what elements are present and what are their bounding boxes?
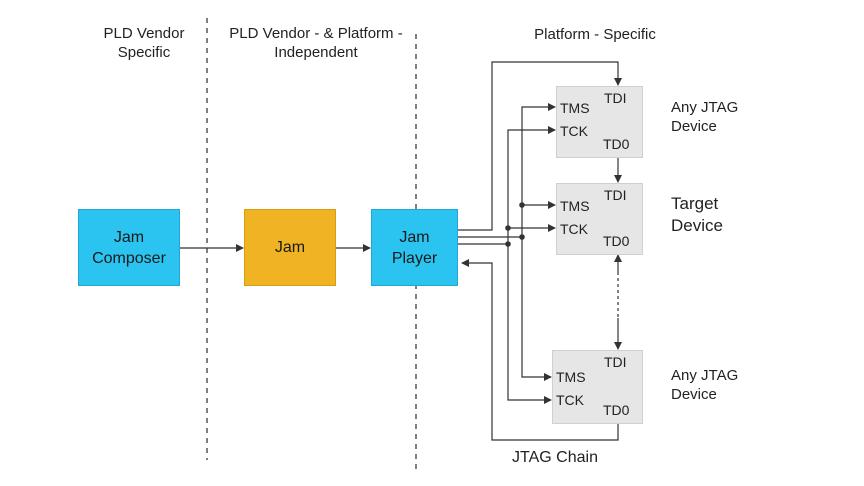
pin-tms: TMS	[556, 369, 586, 385]
device-label-bottom: Any JTAG Device	[671, 367, 739, 403]
jam-player-box: Jam Player	[371, 209, 458, 286]
jam-composer-box: Jam Composer	[78, 209, 180, 286]
device-label-target: Target Device	[671, 194, 723, 235]
tck-bus	[458, 243, 552, 404]
device-target	[556, 183, 643, 255]
junction-dot	[519, 234, 525, 240]
header-vendor-specific: PLD Vendor Specific	[103, 25, 185, 61]
device-any-jtag-bottom	[552, 350, 643, 424]
tms-to-device1	[521, 103, 556, 237]
tck-to-device1	[507, 126, 556, 244]
header-vendor-independent: PLD Vendor - & Platform - Independent	[229, 25, 403, 61]
pin-tdi: TDI	[604, 354, 627, 370]
pin-tdo: TD0	[603, 233, 630, 249]
pin-tdo: TD0	[603, 136, 630, 152]
pin-tck: TCK	[556, 392, 584, 408]
jam-player-label: Jam Player	[391, 228, 438, 267]
jtag-chain-label: JTAG Chain	[512, 449, 598, 466]
device-any-jtag-top	[556, 86, 643, 158]
tdi-line	[458, 61, 622, 231]
pin-tdo: TD0	[603, 402, 630, 418]
junction-dot	[519, 202, 525, 208]
junction-dot	[505, 225, 511, 231]
device-label-top: Any JTAG Device	[671, 99, 739, 135]
jam-composer-label: Jam Composer	[92, 228, 166, 267]
pin-tck: TCK	[560, 221, 588, 237]
tdo-return	[461, 259, 619, 441]
pin-tck: TCK	[560, 123, 588, 139]
pin-tdi: TDI	[604, 90, 627, 106]
junction-dot	[505, 241, 511, 247]
pin-tms: TMS	[560, 198, 590, 214]
pin-tms: TMS	[560, 100, 590, 116]
jam-box: Jam	[244, 209, 336, 286]
header-platform-specific: Platform - Specific	[534, 26, 656, 43]
jam-label: Jam	[274, 239, 306, 256]
tms-bus	[458, 236, 552, 381]
pin-tdi: TDI	[604, 187, 627, 203]
